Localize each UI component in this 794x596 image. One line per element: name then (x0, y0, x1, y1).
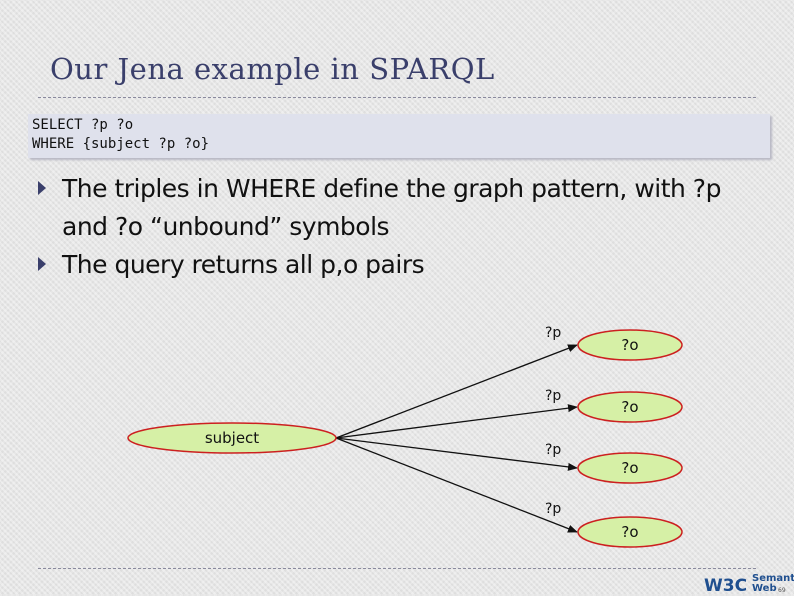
bullet-text: The query returns all p,o pairs (62, 250, 425, 279)
bullet-arrow-icon (38, 257, 46, 271)
bullet-text: The triples in WHERE define the graph pa… (62, 174, 721, 241)
code-line-where: WHERE {subject ?p ?o} (32, 136, 210, 152)
object-node-label: ?o (621, 459, 638, 477)
bullet-item: The query returns all p,o pairs (38, 246, 768, 284)
semantic-web-logo-line1: Semantic (752, 573, 794, 584)
semantic-web-logo: Semantic Web (752, 574, 794, 594)
predicate-label: ?p (545, 501, 561, 517)
sparql-code-box: SELECT ?p ?o WHERE {subject ?p ?o} (28, 114, 770, 158)
object-node (577, 516, 683, 548)
semantic-web-logo-line2: Web (752, 583, 777, 594)
predicate-label: ?p (545, 325, 561, 341)
object-node (577, 329, 683, 361)
w3c-logo: W3C (704, 576, 748, 596)
title-divider (38, 97, 756, 98)
slide-title: Our Jena example in SPARQL (50, 52, 495, 86)
subject-node (127, 422, 337, 454)
predicate-edge (335, 344, 578, 439)
bullet-item: The triples in WHERE define the graph pa… (38, 170, 768, 246)
bullet-list: The triples in WHERE define the graph pa… (38, 170, 768, 284)
bottom-divider (38, 568, 756, 569)
code-line-select: SELECT ?p ?o (32, 117, 134, 133)
object-node (577, 391, 683, 423)
subject-node-label: subject (205, 429, 259, 447)
predicate-edge (335, 437, 578, 533)
predicate-edge (335, 404, 578, 439)
object-node (577, 452, 683, 484)
predicate-label: ?p (545, 442, 561, 458)
object-node-label: ?o (621, 398, 638, 416)
object-node-label: ?o (621, 336, 638, 354)
page-number: 69 (778, 587, 786, 594)
object-node-label: ?o (621, 523, 638, 541)
predicate-label: ?p (545, 388, 561, 404)
predicate-edge (335, 437, 578, 471)
bullet-arrow-icon (38, 181, 46, 195)
